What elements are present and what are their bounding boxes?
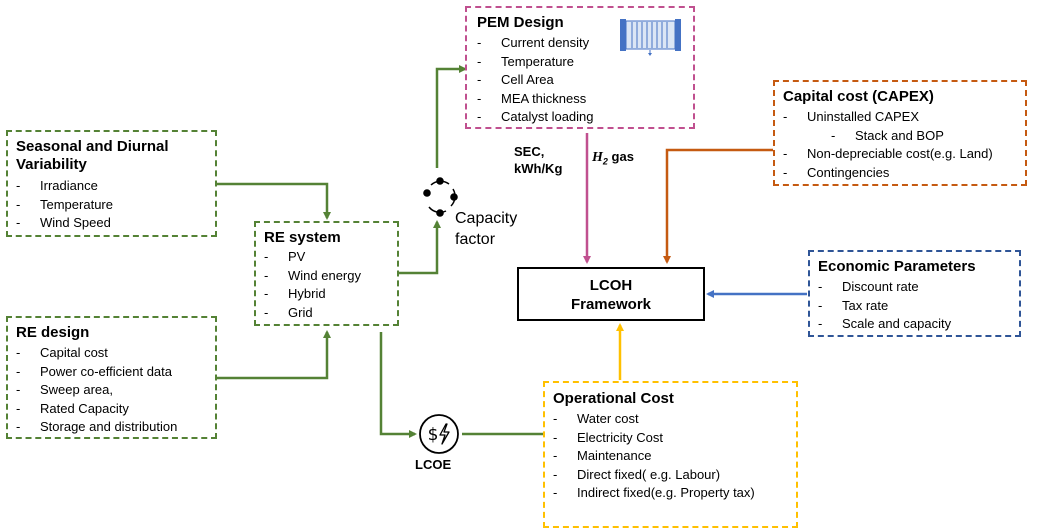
- list-item: Tax rate: [818, 297, 951, 316]
- list-item: Sweep area,: [16, 381, 177, 400]
- list-item: Irradiance: [16, 177, 113, 196]
- h2-subscript: 2: [602, 156, 608, 167]
- arrow-re-system-to-capacity: [398, 220, 441, 275]
- arrow-re-system-to-lcoe: [379, 332, 417, 438]
- lcoh-title: LCOH: [589, 277, 633, 294]
- sec-label-line1: SEC,: [514, 144, 545, 159]
- economic-list: Discount rate Tax rate Scale and capacit…: [818, 278, 951, 334]
- re-system-box: RE system PV Wind energy Hybrid Grid: [254, 221, 399, 326]
- lcoh-framework-box: LCOH Framework: [517, 267, 705, 321]
- h2-gas-text: gas: [611, 149, 634, 164]
- list-item: Temperature: [477, 53, 594, 72]
- list-item: Rated Capacity: [16, 400, 177, 419]
- h2-symbol: H: [592, 150, 603, 165]
- list-item: Catalyst loading: [477, 108, 594, 127]
- list-item: Water cost: [553, 410, 755, 429]
- list-item: Storage and distribution: [16, 418, 177, 437]
- lcoh-subtitle: Framework: [570, 296, 652, 313]
- re-design-box: RE design Capital cost Power co-efficien…: [6, 316, 217, 439]
- list-item: Indirect fixed(e.g. Property tax): [553, 484, 755, 503]
- cycle-icon: [423, 177, 458, 217]
- pem-design-list: Current density Temperature Cell Area ME…: [477, 34, 594, 127]
- capex-box: Capital cost (CAPEX) Uninstalled CAPEX S…: [773, 80, 1027, 186]
- lcoe-money-icon: $: [419, 414, 459, 454]
- list-item: MEA thickness: [477, 90, 594, 109]
- arrow-seasonal-to-re-system: [216, 182, 331, 220]
- lcoe-label: LCOE: [415, 457, 452, 472]
- capex-title: Capital cost (CAPEX): [783, 88, 934, 105]
- list-item: Contingencies: [783, 164, 993, 183]
- re-system-title: RE system: [264, 229, 341, 246]
- re-design-list: Capital cost Power co-efficient data Swe…: [16, 344, 177, 437]
- capacity-label-line1: Capacity: [455, 210, 518, 227]
- list-item: Hybrid: [264, 285, 361, 304]
- arrow-capacity-to-pem: [435, 65, 467, 168]
- seasonal-variability-box: Seasonal and Diurnal Variability Irradia…: [6, 130, 217, 237]
- seasonal-title-line2: Variability: [16, 156, 87, 173]
- arrow-re-design-to-re-system: [216, 330, 331, 380]
- arrow-capex-to-lcoh: [663, 148, 775, 264]
- economic-title: Economic Parameters: [818, 258, 976, 275]
- electrolyzer-stack-icon: [620, 19, 681, 56]
- capex-list: Uninstalled CAPEX Stack and BOP Non-depr…: [783, 108, 993, 182]
- seasonal-title-line1: Seasonal and Diurnal: [16, 138, 169, 155]
- list-item: Maintenance: [553, 447, 755, 466]
- operational-list: Water cost Electricity Cost Maintenance …: [553, 410, 755, 503]
- list-item: Uninstalled CAPEX: [783, 108, 993, 127]
- list-item: Stack and BOP: [783, 127, 993, 146]
- operational-title: Operational Cost: [553, 390, 674, 407]
- list-item: Direct fixed( e.g. Labour): [553, 466, 755, 485]
- list-item: Temperature: [16, 196, 113, 215]
- pem-design-title: PEM Design: [477, 14, 564, 31]
- seasonal-list: Irradiance Temperature Wind Speed: [16, 177, 113, 233]
- capacity-factor-label: Capacity factor: [455, 208, 517, 250]
- list-item: Wind Speed: [16, 214, 113, 233]
- operational-cost-box: Operational Cost Water cost Electricity …: [543, 381, 798, 528]
- list-item: Grid: [264, 304, 361, 323]
- list-item: Cell Area: [477, 71, 594, 90]
- pem-design-box: PEM Design Current density Temperature C…: [465, 6, 695, 129]
- list-item: Discount rate: [818, 278, 951, 297]
- sec-label-line2: kWh/Kg: [514, 161, 563, 176]
- h2-gas-label: H2 gas: [592, 149, 634, 167]
- list-item: Current density: [477, 34, 594, 53]
- re-design-title: RE design: [16, 324, 90, 341]
- svg-text:$: $: [428, 425, 439, 445]
- list-item: Power co-efficient data: [16, 363, 177, 382]
- list-item: Non-depreciable cost(e.g. Land): [783, 145, 993, 164]
- list-item: Electricity Cost: [553, 429, 755, 448]
- re-system-list: PV Wind energy Hybrid Grid: [264, 248, 361, 322]
- list-item: PV: [264, 248, 361, 267]
- economic-parameters-box: Economic Parameters Discount rate Tax ra…: [808, 250, 1021, 337]
- list-item: Wind energy: [264, 267, 361, 286]
- list-item: Capital cost: [16, 344, 177, 363]
- list-item: Scale and capacity: [818, 315, 951, 334]
- sec-label: SEC, kWh/Kg: [514, 143, 562, 177]
- capacity-label-line2: factor: [455, 231, 496, 248]
